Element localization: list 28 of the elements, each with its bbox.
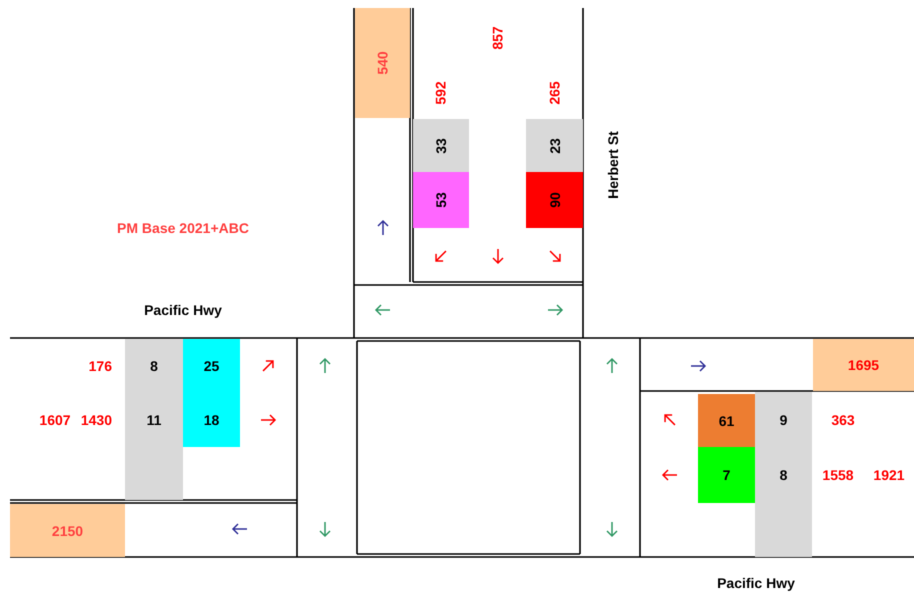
count-cell: 53	[413, 172, 469, 228]
count-cell: 9	[755, 392, 812, 448]
traffic-count: 176	[88, 358, 112, 374]
count-cell: 8	[755, 448, 812, 557]
street-name: Pacific Hwy	[717, 575, 795, 591]
count-cell: 18	[183, 393, 240, 447]
count-cell: 540	[355, 8, 410, 118]
traffic-count: 1558	[822, 467, 854, 483]
traffic-count: 592	[433, 81, 449, 105]
count-cell: 7	[698, 447, 755, 503]
diagram-title: PM Base 2021+ABC	[117, 220, 249, 236]
count-cell: 25	[183, 339, 240, 393]
count-cell: 90	[526, 172, 583, 228]
count-cell: 8	[125, 339, 183, 393]
count-cell: 1695	[813, 339, 914, 391]
count-cell: 23	[526, 119, 583, 172]
traffic-count: 363	[831, 412, 855, 428]
street-name: Herbert St	[605, 131, 621, 199]
traffic-count: 1607	[39, 412, 71, 428]
count-cell: 33	[413, 119, 469, 172]
count-cell: 2150	[10, 504, 125, 557]
count-cell: 11	[125, 393, 183, 500]
count-cell: 61	[698, 394, 755, 447]
traffic-count: 265	[547, 81, 563, 105]
traffic-count: 1921	[873, 467, 905, 483]
street-name: Pacific Hwy	[144, 302, 222, 318]
traffic-count: 857	[490, 26, 506, 50]
traffic-count: 1430	[80, 412, 112, 428]
